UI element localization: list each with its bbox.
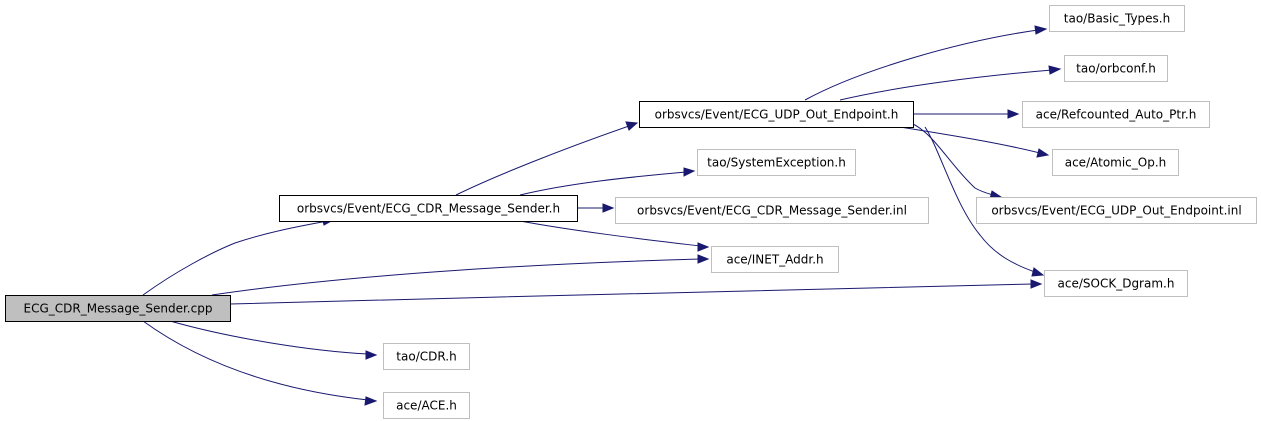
node-cdr-message-sender-inl[interactable]: orbsvcs/Event/ECG_CDR_Message_Sender.inl bbox=[615, 197, 929, 224]
node-message-sender-cpp[interactable]: ECG_CDR_Message_Sender.cpp bbox=[5, 295, 231, 322]
node-ace-h[interactable]: ace/ACE.h bbox=[383, 392, 470, 419]
edge-udp-endpoint-h-to-udp-endpoint-inl bbox=[912, 123, 1003, 200]
node-orbconf-h-label: tao/orbconf.h bbox=[1076, 62, 1156, 76]
edge-udp-endpoint-h-to-basic-types bbox=[804, 25, 1048, 101]
node-refcounted-auto-ptr-h-label: ace/Refcounted_Auto_Ptr.h bbox=[1036, 108, 1197, 122]
node-cdr-h-box bbox=[383, 343, 470, 370]
edge-cpp-to-sock-dgram bbox=[229, 279, 1043, 305]
node-udp-out-endpoint-inl[interactable]: orbsvcs/Event/ECG_UDP_Out_Endpoint.inl bbox=[976, 197, 1257, 224]
edge-cpp-to-inet-addr bbox=[211, 254, 710, 296]
node-udp-out-endpoint-h-label: orbsvcs/Event/ECG_UDP_Out_Endpoint.h bbox=[655, 108, 899, 122]
nodes-layer: ECG_CDR_Message_Sender.cpp orbsvcs/Event/… bbox=[5, 5, 1257, 419]
node-atomic-op-h[interactable]: ace/Atomic_Op.h bbox=[1052, 149, 1179, 176]
node-orbconf-h[interactable]: tao/orbconf.h bbox=[1064, 55, 1168, 82]
edge-cpp-to-cdr bbox=[169, 320, 378, 360]
node-udp-out-endpoint-h-box bbox=[639, 101, 914, 128]
node-system-exception-h[interactable]: tao/SystemException.h bbox=[697, 149, 856, 176]
node-sock-dgram-h[interactable]: ace/SOCK_Dgram.h bbox=[1044, 270, 1188, 297]
edge-udp-endpoint-h-to-orbconf bbox=[839, 65, 1062, 101]
node-system-exception-h-label: tao/SystemException.h bbox=[707, 156, 846, 170]
node-cdr-h-label: tao/CDR.h bbox=[396, 350, 456, 364]
edge-cdr-sender-h-to-inet-addr bbox=[519, 220, 710, 252]
edge-cdr-sender-h-to-system-exception bbox=[519, 167, 696, 196]
node-message-sender-cpp-label: ECG_CDR_Message_Sender.cpp bbox=[24, 302, 213, 316]
node-udp-out-endpoint-inl-box bbox=[976, 197, 1257, 224]
node-sock-dgram-h-box bbox=[1044, 270, 1188, 297]
edge-cpp-to-ace bbox=[142, 320, 378, 406]
node-basic-types-h-label: tao/Basic_Types.h bbox=[1064, 12, 1170, 26]
node-inet-addr-h[interactable]: ace/INET_Addr.h bbox=[711, 246, 839, 273]
node-cdr-message-sender-h-box bbox=[279, 195, 578, 222]
node-system-exception-h-box bbox=[697, 149, 856, 176]
node-orbconf-h-box bbox=[1064, 55, 1168, 82]
edge-udp-endpoint-h-to-sock-dgram bbox=[924, 126, 1045, 277]
node-inet-addr-h-label: ace/INET_Addr.h bbox=[726, 253, 823, 267]
node-atomic-op-h-label: ace/Atomic_Op.h bbox=[1065, 156, 1167, 170]
node-ace-h-label: ace/ACE.h bbox=[396, 399, 457, 413]
node-sock-dgram-h-label: ace/SOCK_Dgram.h bbox=[1058, 277, 1175, 291]
edges-layer bbox=[142, 25, 1062, 406]
node-refcounted-auto-ptr-h[interactable]: ace/Refcounted_Auto_Ptr.h bbox=[1022, 101, 1210, 128]
node-ace-h-box bbox=[383, 392, 470, 419]
node-refcounted-auto-ptr-h-box bbox=[1022, 101, 1210, 128]
node-inet-addr-h-box bbox=[711, 246, 839, 273]
edge-cdr-sender-h-to-udp-endpoint-h bbox=[455, 121, 639, 196]
edge-udp-endpoint-h-to-atomic-op bbox=[899, 126, 1050, 158]
node-atomic-op-h-box bbox=[1052, 149, 1179, 176]
edge-cdr-sender-h-to-cdr-sender-inl bbox=[577, 203, 615, 213]
node-basic-types-h[interactable]: tao/Basic_Types.h bbox=[1049, 5, 1185, 32]
node-udp-out-endpoint-inl-label: orbsvcs/Event/ECG_UDP_Out_Endpoint.inl bbox=[991, 204, 1241, 218]
edge-udp-endpoint-h-to-refcounted-auto-ptr bbox=[913, 109, 1020, 119]
node-cdr-h[interactable]: tao/CDR.h bbox=[383, 343, 470, 370]
node-cdr-message-sender-inl-label: orbsvcs/Event/ECG_CDR_Message_Sender.inl bbox=[637, 204, 907, 218]
node-cdr-message-sender-h[interactable]: orbsvcs/Event/ECG_CDR_Message_Sender.h bbox=[279, 195, 578, 222]
node-message-sender-cpp-box bbox=[5, 295, 231, 322]
node-udp-out-endpoint-h[interactable]: orbsvcs/Event/ECG_UDP_Out_Endpoint.h bbox=[639, 101, 914, 128]
node-cdr-message-sender-inl-box bbox=[615, 197, 929, 224]
node-cdr-message-sender-h-label: orbsvcs/Event/ECG_CDR_Message_Sender.h bbox=[297, 202, 560, 216]
node-basic-types-h-box bbox=[1049, 5, 1185, 32]
